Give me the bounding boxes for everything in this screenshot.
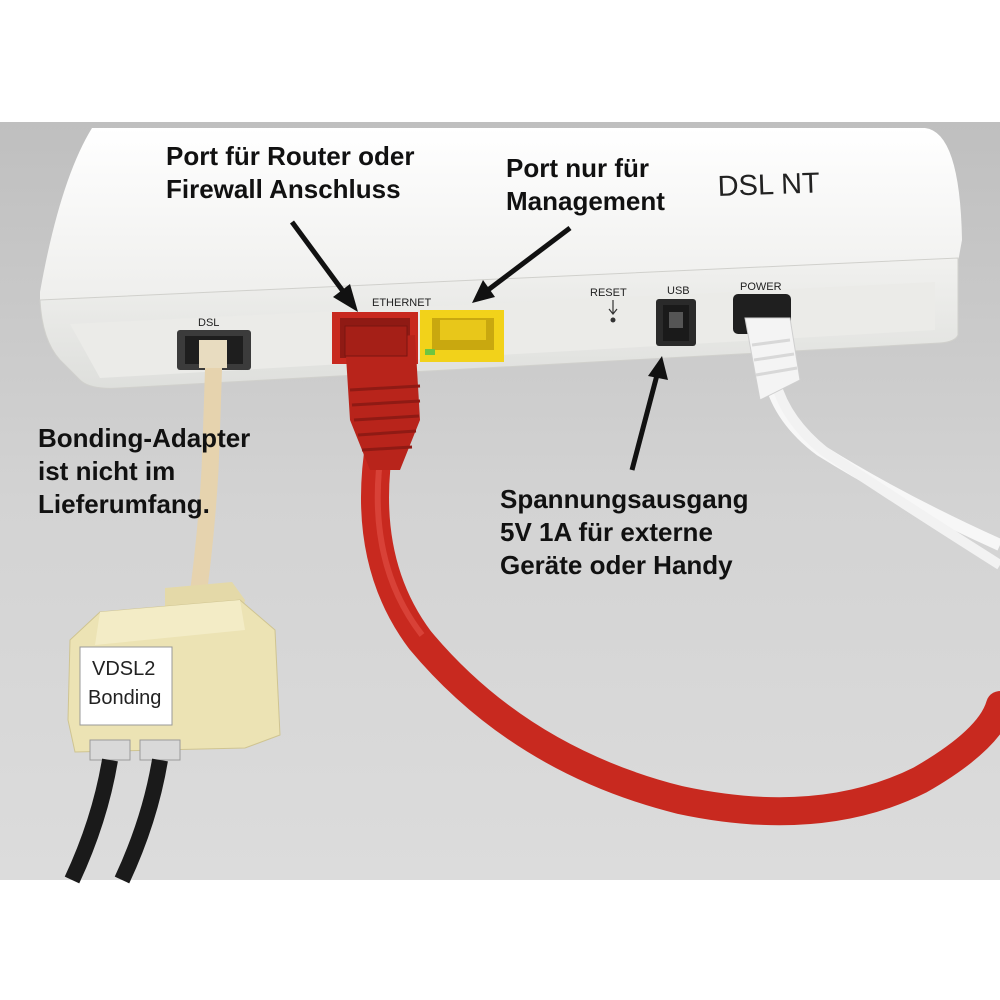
arrow-to-usb-port (629, 356, 668, 471)
management-ethernet-port (420, 310, 504, 362)
router-port-annotation: Port für Router oder Firewall Anschluss (166, 141, 415, 204)
management-port-annotation: Port nur für Management (506, 153, 665, 216)
usb-port (656, 299, 696, 346)
adapter-label-line2: Bonding (88, 687, 161, 709)
adapter-label-line1: VDSL2 (92, 658, 155, 680)
dsl-port-label: DSL (198, 317, 219, 329)
bonding-adapter-annotation: Bonding-Adapter ist nicht im Lieferumfan… (38, 423, 251, 519)
ethernet-port-label: ETHERNET (372, 297, 432, 309)
reset-pinhole (610, 317, 616, 323)
device-name: DSL NT (717, 167, 820, 203)
ethernet-cable (344, 325, 1000, 826)
usb-label: USB (667, 285, 690, 297)
power-cable (744, 317, 1000, 570)
bonding-adapter (64, 582, 281, 884)
arrow-to-router-port (289, 220, 358, 312)
dsl-cable (187, 351, 223, 612)
power-label: POWER (740, 281, 782, 293)
reset-label: RESET (590, 287, 627, 299)
reset-arrow-icon (608, 300, 618, 315)
arrow-to-management-port (472, 226, 572, 303)
usb-power-annotation: Spannungsausgang 5V 1A für externe Gerät… (500, 484, 749, 580)
device-top-surface (40, 128, 962, 305)
